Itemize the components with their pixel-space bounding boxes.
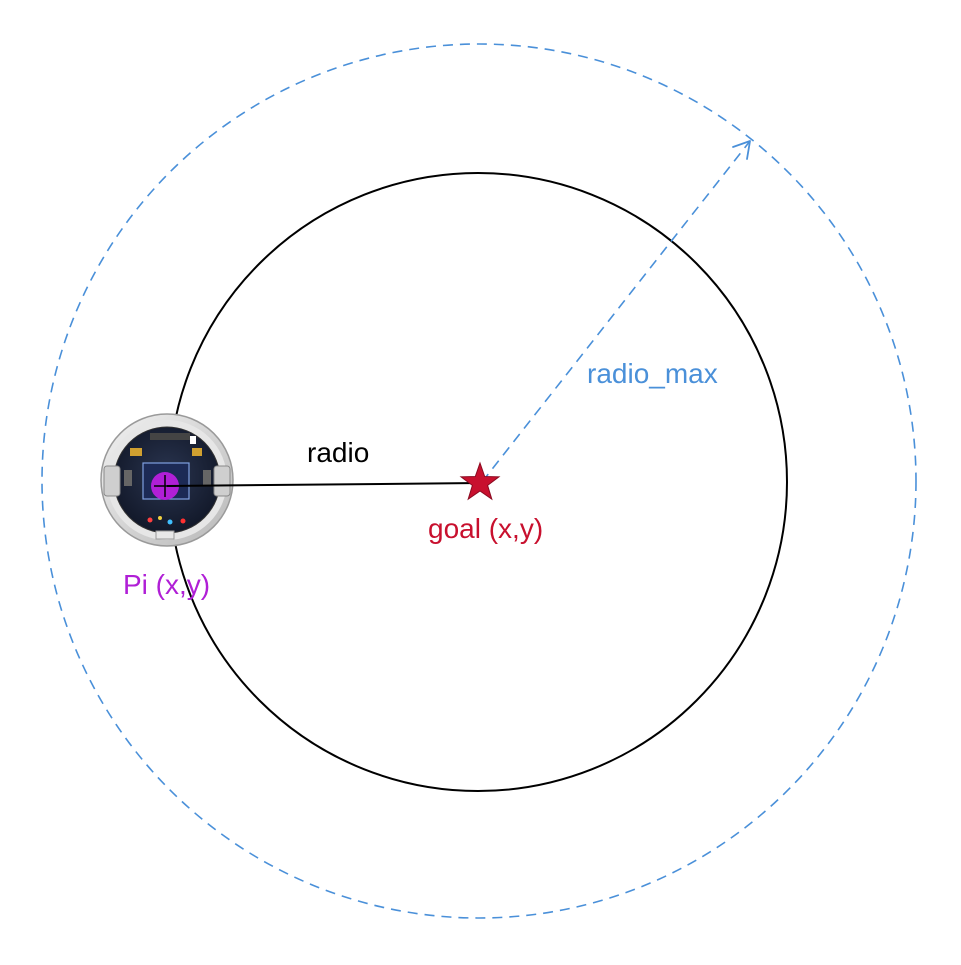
radius-max-arrowhead xyxy=(732,140,751,160)
max-radius-circle xyxy=(41,43,917,919)
radius-max-line xyxy=(481,140,751,483)
robot-label: Pi (x,y) xyxy=(123,569,210,600)
goal-label: goal (x,y) xyxy=(428,513,543,544)
radius-line xyxy=(166,482,481,487)
radius-label: radio xyxy=(307,437,369,468)
star-icon xyxy=(459,461,501,501)
radius-max-label: radio_max xyxy=(587,358,718,389)
